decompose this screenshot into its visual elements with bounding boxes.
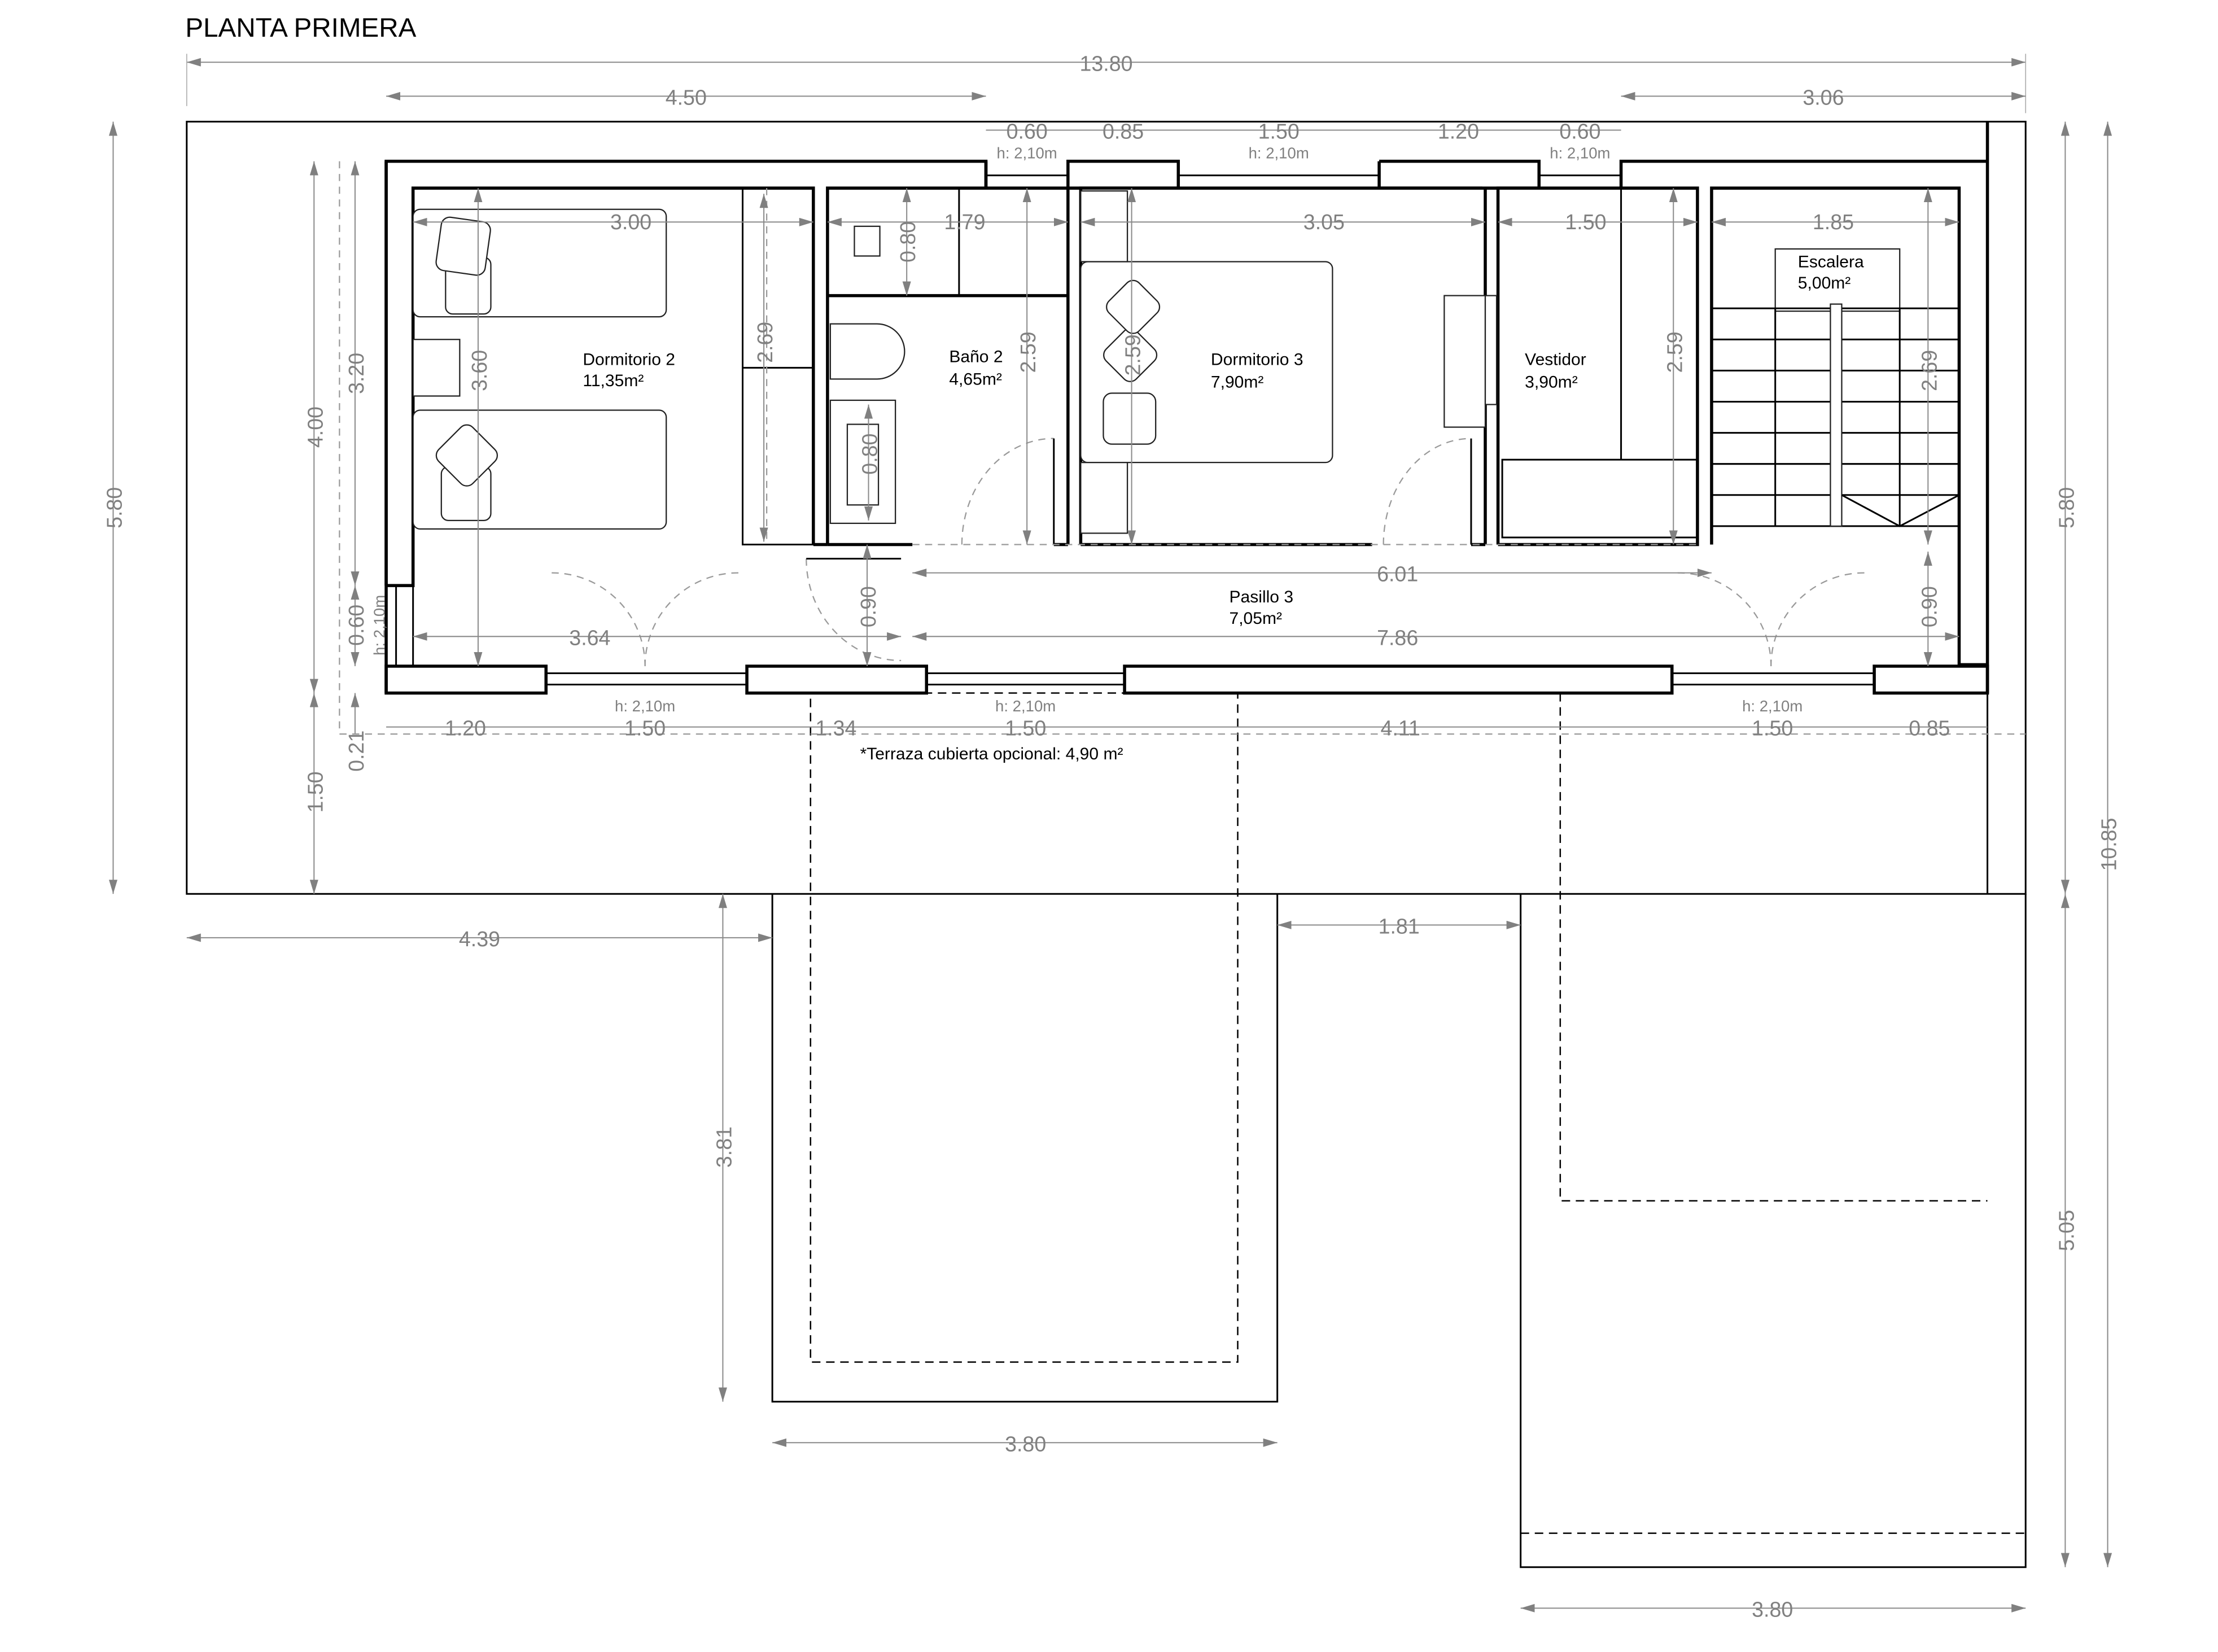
door-swing-icon xyxy=(1383,438,1471,545)
room-name-dormitorio2: Dormitorio 2 xyxy=(583,350,675,369)
dim-pasillo-left: 3.64 xyxy=(569,626,610,649)
stairs-icon xyxy=(1711,248,1960,527)
dim-left-0-60: 0.60 xyxy=(344,605,368,646)
dim-dorm2-height: 3.60 xyxy=(467,350,491,391)
door-swing-icon xyxy=(806,558,902,662)
dim-terrace-right-width: 3.80 xyxy=(1752,1597,1793,1621)
room-area-bano2: 4,65m² xyxy=(949,370,1002,388)
sliding-door-icon xyxy=(1484,295,1498,405)
door-swings xyxy=(552,438,1865,666)
dim-right-overall: 10.85 xyxy=(2097,818,2121,871)
dim-top-seg: 0.60 xyxy=(1007,120,1048,143)
dim-top-total: 13.80 xyxy=(1079,51,1132,75)
terrace-right xyxy=(1520,894,2027,1568)
window-height-label: h: 2,10m xyxy=(1742,697,1803,715)
dim-door-right: 0.90 xyxy=(1917,586,1941,627)
dim-terrace-left-width: 3.80 xyxy=(1005,1432,1046,1456)
dim-bottom-seg: 1.20 xyxy=(445,716,486,740)
dim-closet-height: 2.69 xyxy=(753,322,777,363)
window-height-label: h: 2,10m xyxy=(997,145,1057,162)
dim-vestidor-width: 1.50 xyxy=(1565,210,1606,234)
plan-title: PLANTA PRIMERA xyxy=(185,13,416,43)
dimension-labels: 13.80 4.50 3.06 0.60 0.85 1.50 1.20 0.60… xyxy=(102,51,2120,1621)
dim-terrace-offset: 4.39 xyxy=(459,927,500,951)
dim-top-left: 4.50 xyxy=(666,85,707,109)
dim-door-left: 0.90 xyxy=(856,586,880,627)
dim-top-right: 3.06 xyxy=(1803,85,1844,109)
dim-bottom-seg: 4.11 xyxy=(1380,716,1420,740)
room-name-bano2: Baño 2 xyxy=(949,347,1003,366)
terrace-left xyxy=(771,894,1279,1403)
dim-vestidor-height: 2.59 xyxy=(1663,331,1686,373)
room-name-escalera: Escalera xyxy=(1798,252,1864,271)
dim-terrace-depth: 3.81 xyxy=(712,1126,736,1168)
dim-left-1-50: 1.50 xyxy=(303,771,327,812)
handrail-icon xyxy=(1830,303,1843,527)
dim-left-0-21: 0.21 xyxy=(344,731,368,772)
room-name-pasillo3: Pasillo 3 xyxy=(1229,588,1293,606)
room-area-vestidor: 3,90m² xyxy=(1525,373,1578,391)
dim-bottom-seg: 0.85 xyxy=(1909,716,1950,740)
dim-bottom-seg: 1.50 xyxy=(1005,716,1046,740)
room-area-dormitorio3: 7,90m² xyxy=(1211,373,1264,391)
dim-top-seg: 0.85 xyxy=(1103,120,1144,143)
dim-pasillo-lower: 7.86 xyxy=(1377,626,1418,649)
dim-bano-height: 2.59 xyxy=(1016,331,1040,373)
dim-top-seg: 1.50 xyxy=(1258,120,1300,143)
dim-pasillo-upper: 6.01 xyxy=(1377,562,1418,586)
window-height-label: h: 2,10m xyxy=(615,697,675,715)
sink-icon xyxy=(854,225,881,257)
building-outline xyxy=(186,120,2027,1568)
interior-walls xyxy=(384,121,1989,695)
dim-terrace-gap: 1.81 xyxy=(1379,914,1420,938)
dim-left-4-00: 4.00 xyxy=(303,407,327,448)
dim-bano-shower: 0.80 xyxy=(858,434,882,475)
wardrobe-icon xyxy=(1443,295,1486,428)
dim-bottom-seg: 1.50 xyxy=(1752,716,1793,740)
dim-escalera-width: 1.85 xyxy=(1813,210,1854,234)
dim-dorm2-width: 3.00 xyxy=(610,210,651,234)
dim-bottom-seg: 1.50 xyxy=(624,716,666,740)
dim-bano-small: 0.80 xyxy=(896,221,920,263)
dim-dorm3-height: 2.59 xyxy=(1121,334,1145,375)
terrace-left-optional xyxy=(810,692,1239,1363)
dim-right-lower: 5.05 xyxy=(2054,1210,2078,1251)
nightstand-icon xyxy=(412,339,461,397)
room-area-dormitorio2: 11,35m² xyxy=(583,372,644,390)
window-height-label: h: 2,10m xyxy=(1550,145,1610,162)
window-height-label: h: 2,10m xyxy=(371,595,388,655)
terrace-right-optional xyxy=(1559,693,1988,1202)
dim-bano-width: 1.79 xyxy=(944,210,985,234)
room-name-vestidor: Vestidor xyxy=(1525,350,1586,369)
dim-right-total: 5.80 xyxy=(2054,487,2078,528)
toilet-icon xyxy=(829,323,905,380)
room-area-pasillo3: 7,05m² xyxy=(1229,609,1282,628)
window-height-label: h: 2,10m xyxy=(1249,145,1309,162)
terrace-note: *Terraza cubierta opcional: 4,90 m² xyxy=(860,745,1123,763)
dim-dorm3-width: 3.05 xyxy=(1303,210,1345,234)
furniture xyxy=(412,190,1960,534)
dim-left-3-20: 3.20 xyxy=(344,353,368,394)
window-height-label: h: 2,10m xyxy=(995,697,1056,715)
dim-top-seg: 1.20 xyxy=(1438,120,1479,143)
room-area-escalera: 5,00m² xyxy=(1798,274,1851,292)
dim-top-seg: 0.60 xyxy=(1559,120,1600,143)
dim-bottom-seg: 1.34 xyxy=(815,716,856,740)
room-labels: Dormitorio 2 11,35m² Baño 2 4,65m² Dormi… xyxy=(583,252,1864,763)
dim-escalera-height: 2.69 xyxy=(1917,350,1941,391)
door-swing-icon xyxy=(961,438,1054,545)
dimension-lines xyxy=(108,54,2112,1612)
dim-left-total: 5.80 xyxy=(102,487,126,528)
room-name-dormitorio3: Dormitorio 3 xyxy=(1211,350,1303,369)
